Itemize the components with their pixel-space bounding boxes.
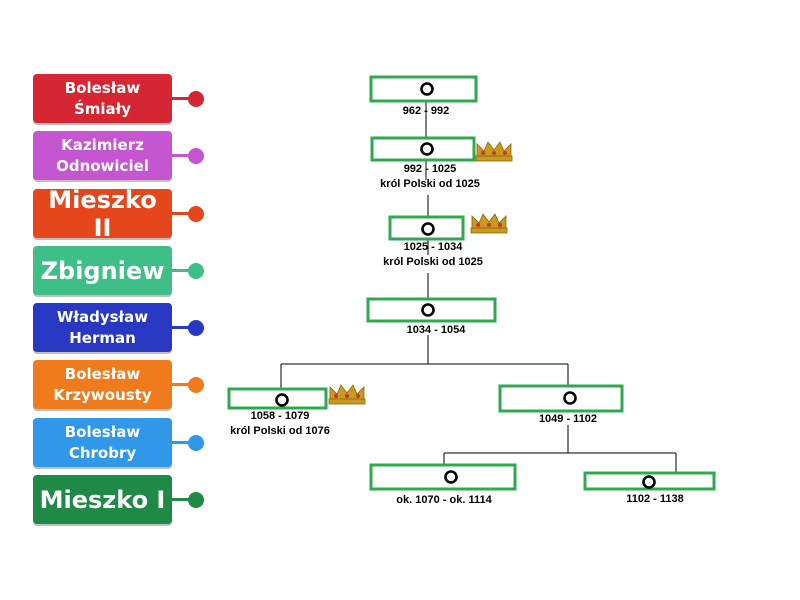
label-card-text: Kazimierz Odnowiciel	[56, 135, 149, 175]
node-dates: 1034 - 1054	[407, 324, 467, 336]
card-connector	[172, 326, 194, 329]
label-card-text: Władysław Herman	[56, 307, 149, 347]
card-connector	[172, 383, 194, 386]
card-connector	[172, 97, 194, 100]
drop-target-ring[interactable]	[421, 303, 435, 317]
tree-lines	[280, 102, 677, 473]
tree-node: 1049 - 1102	[498, 384, 624, 425]
tree-node: ok. 1070 - ok. 1114	[369, 463, 517, 506]
drag-handle-dot[interactable]	[188, 263, 204, 279]
crown-icon	[328, 384, 366, 405]
label-card-text: Bolesław Śmiały	[64, 78, 141, 118]
label-card[interactable]: Bolesław Chrobry	[33, 418, 172, 467]
label-card[interactable]: Zbigniew	[33, 246, 172, 295]
node-note: król Polski od 1076	[230, 425, 330, 437]
tree-node: 1025 - 1034 król Polski od 1025	[383, 213, 508, 268]
node-note: król Polski od 1025	[383, 256, 483, 268]
drop-target-ring[interactable]	[444, 470, 458, 484]
node-dates: ok. 1070 - ok. 1114	[396, 494, 492, 506]
label-card[interactable]: Bolesław Krzywousty	[33, 360, 172, 409]
tree-node: 1034 - 1054	[366, 297, 497, 336]
label-card-text: Mieszko II	[48, 185, 157, 242]
drop-target-ring[interactable]	[420, 82, 434, 96]
label-card-text: Zbigniew	[40, 256, 165, 285]
crown-icon	[470, 213, 508, 234]
drag-handle-dot[interactable]	[188, 320, 204, 336]
node-dates: 1049 - 1102	[539, 413, 597, 425]
label-card-text: Bolesław Chrobry	[64, 422, 141, 462]
drag-handle-dot[interactable]	[188, 91, 204, 107]
drag-handle-dot[interactable]	[188, 148, 204, 164]
tree-node: 992 - 1025 król Polski od 1025	[370, 136, 513, 190]
tree-node: 962 - 992	[369, 75, 478, 117]
tree-node: 1058 - 1079 król Polski od 1076	[227, 384, 366, 437]
label-card-text: Bolesław Krzywousty	[53, 364, 152, 404]
node-dates: 992 - 1025	[404, 163, 457, 175]
node-dates: 1102 - 1138	[626, 493, 684, 505]
drag-handle-dot[interactable]	[188, 206, 204, 222]
drag-handle-dot[interactable]	[188, 492, 204, 508]
node-dates: 1025 - 1034	[404, 241, 464, 253]
label-card[interactable]: Mieszko II	[33, 186, 172, 242]
tree-node: 1102 - 1138	[583, 471, 716, 505]
card-connector	[172, 269, 194, 272]
drop-slot[interactable]	[369, 463, 517, 491]
drop-slot[interactable]	[498, 384, 624, 413]
node-note: król Polski od 1025	[380, 178, 480, 190]
drop-target-ring[interactable]	[421, 222, 435, 236]
node-dates: 1058 - 1079	[251, 410, 310, 422]
drop-target-ring[interactable]	[275, 393, 289, 407]
drop-target-ring[interactable]	[642, 475, 656, 489]
label-card-text: Mieszko I	[39, 485, 166, 514]
card-connector	[172, 441, 194, 444]
node-dates: 962 - 992	[403, 105, 449, 117]
drop-target-ring[interactable]	[563, 391, 577, 405]
label-card[interactable]: Kazimierz Odnowiciel	[33, 131, 172, 180]
crown-icon	[475, 141, 513, 162]
label-card[interactable]: Mieszko I	[33, 475, 172, 524]
label-card[interactable]: Bolesław Śmiały	[33, 74, 172, 123]
card-connector	[172, 498, 194, 501]
drop-target-ring[interactable]	[420, 142, 434, 156]
card-connector	[172, 154, 194, 157]
drag-handle-dot[interactable]	[188, 435, 204, 451]
drag-handle-dot[interactable]	[188, 377, 204, 393]
card-connector	[172, 212, 194, 215]
label-card[interactable]: Władysław Herman	[33, 303, 172, 352]
